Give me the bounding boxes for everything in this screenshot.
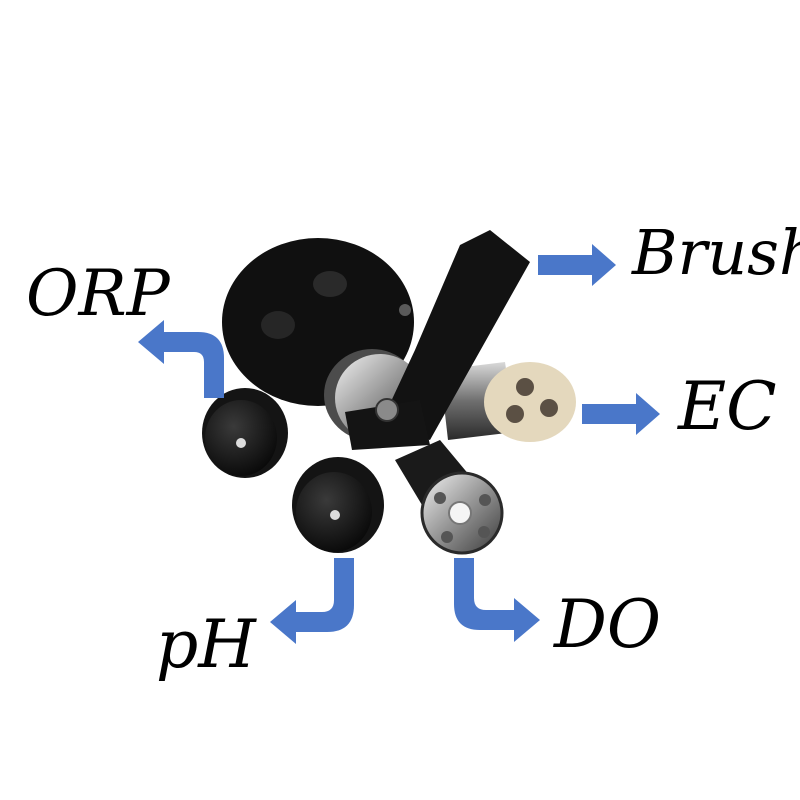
ec-sensor-cap — [484, 362, 576, 442]
orp-sensor-tip — [236, 438, 246, 448]
bolt-head — [313, 271, 347, 297]
ec-electrode — [506, 405, 524, 423]
do-label: DO — [554, 586, 662, 663]
ph-sensor-tip — [330, 510, 340, 520]
ec-arrow — [582, 393, 660, 435]
ec-electrode — [516, 378, 534, 396]
brush-arm — [380, 230, 530, 440]
orp-arrow — [138, 320, 224, 398]
brush-arrow — [538, 244, 616, 286]
do-guard — [479, 494, 491, 506]
do-guard — [434, 492, 446, 504]
ph-arrow — [270, 558, 354, 644]
do-guard — [478, 526, 490, 538]
bolt-hole — [399, 304, 411, 316]
do-guard — [441, 531, 453, 543]
bolt-head — [261, 311, 295, 339]
brush-nut — [375, 398, 399, 422]
ec-electrode — [540, 399, 558, 417]
arrows — [138, 244, 660, 644]
do-arrow — [454, 558, 540, 642]
brush-label: Brush — [632, 216, 800, 289]
orp-label: ORP — [26, 257, 170, 331]
brush-wiper — [345, 400, 430, 450]
do-membrane — [448, 501, 472, 525]
ec-label: EC — [678, 368, 777, 445]
ph-label: pH — [156, 606, 256, 683]
